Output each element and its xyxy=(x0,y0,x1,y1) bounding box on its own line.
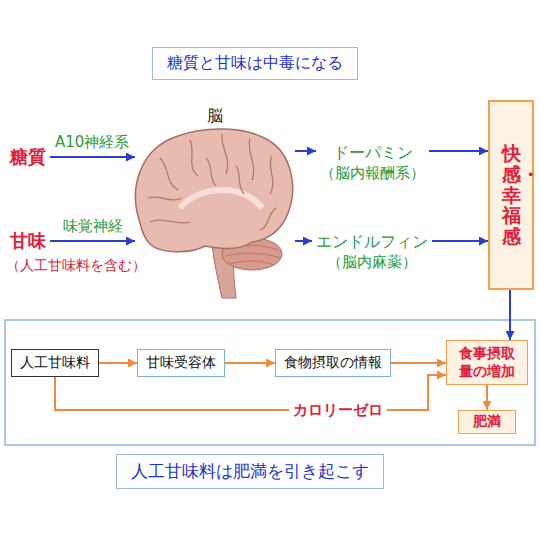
brain-illustration xyxy=(136,129,293,298)
flow-arrow xyxy=(486,385,488,410)
process-box: 甘味受容体 xyxy=(137,349,225,377)
flow-arrow xyxy=(50,156,135,158)
flow-arrow xyxy=(99,362,137,364)
flow-arrow xyxy=(391,362,446,364)
node-subtext: （脳内報酬系） xyxy=(320,164,425,183)
flow-arrow xyxy=(509,290,511,340)
node-text: 肥満 xyxy=(473,413,501,431)
result-box: 肥満 xyxy=(458,410,516,434)
effect-panel xyxy=(5,320,535,445)
edge-label: A10神経系 xyxy=(55,133,129,152)
node-text: 快感・幸福感 xyxy=(502,143,521,247)
brain-output: ドーパミン（脳内報酬系） xyxy=(316,143,429,183)
diagram-title: 糖質と甘味は中毒になる xyxy=(167,53,343,74)
flow-arrow xyxy=(295,150,316,152)
pleasure-box: 快感・幸福感 xyxy=(488,100,534,290)
edge-label: 味覚神経 xyxy=(63,217,123,236)
diagram-caption: 人工甘味料は肥満を引き起こす xyxy=(131,460,369,483)
node-text: ドーパミン xyxy=(333,143,413,164)
process-box: 食物摂取の情報 xyxy=(275,349,391,377)
flow-arrow xyxy=(432,240,488,242)
node-text: 脳 xyxy=(207,106,223,127)
flow-arrow xyxy=(225,362,275,364)
diagram-title-box: 糖質と甘味は中毒になる xyxy=(152,47,358,80)
node-text: 食事摂取量の増加 xyxy=(457,345,517,380)
node-subtext: （脳内麻薬） xyxy=(327,253,417,272)
node-text: 食物摂取の情報 xyxy=(284,354,382,372)
result-box: 食事摂取量の増加 xyxy=(446,340,528,385)
node-text: 人工甘味料 xyxy=(20,354,90,372)
node-text: 糖質 xyxy=(10,145,46,169)
brain-output: エンドルフィン（脳内麻薬） xyxy=(312,232,432,272)
node-text: 甘味受容体 xyxy=(146,354,216,372)
flow-arrow xyxy=(295,240,312,242)
flow-arrow xyxy=(429,150,488,152)
node-text: エンドルフィン xyxy=(316,232,428,253)
node-text: 甘味 xyxy=(10,229,46,253)
flow-arrow xyxy=(55,375,446,410)
input-term: 糖質 xyxy=(6,143,50,171)
diagram-caption-box: 人工甘味料は肥満を引き起こす xyxy=(116,454,384,489)
process-box: 人工甘味料 xyxy=(11,349,99,377)
flow-arrow xyxy=(50,240,135,242)
input-term: 甘味 xyxy=(6,227,50,255)
note-label: （人工甘味料を含む） xyxy=(6,257,146,275)
brain-region: 脳 xyxy=(135,104,295,300)
edge-label: カロリーゼロ xyxy=(289,401,387,420)
